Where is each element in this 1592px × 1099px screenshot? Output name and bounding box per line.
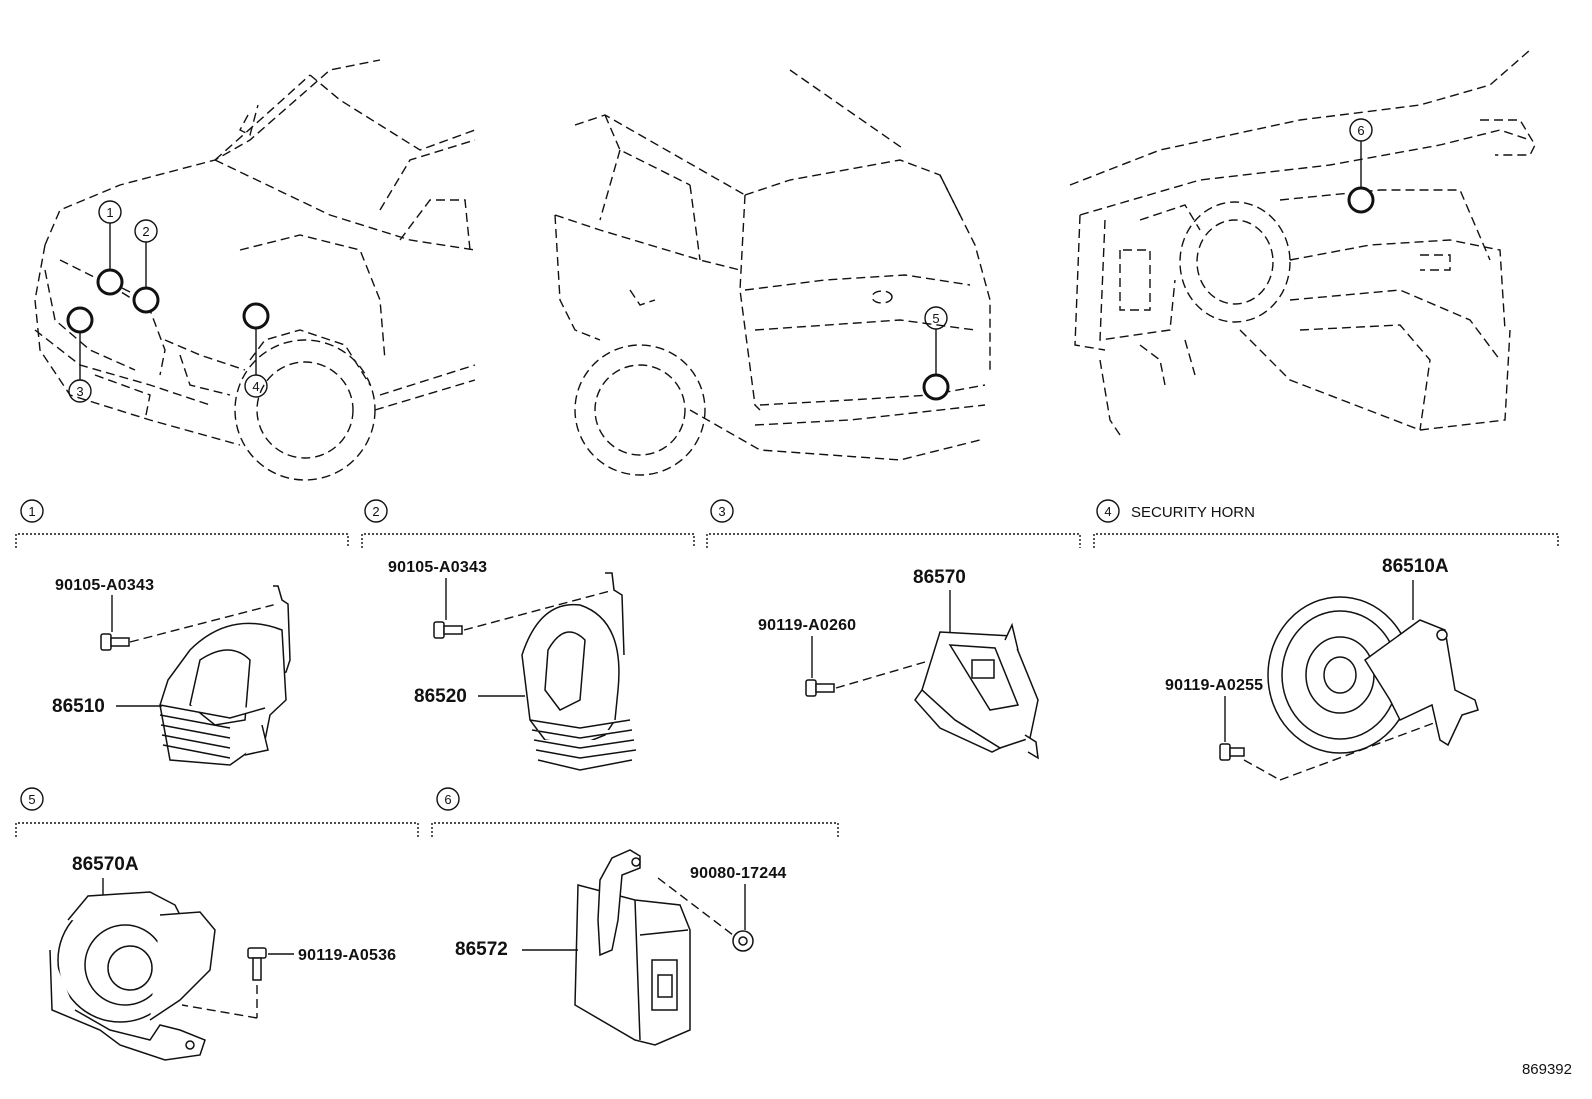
- vehicle-rear-view: [554, 69, 991, 476]
- svg-text:4: 4: [1104, 504, 1111, 519]
- callout-4-marker: [244, 374, 268, 398]
- nut-icon: [732, 930, 754, 952]
- location-5-point: [922, 373, 950, 401]
- section-2-parts: 90105-A0343 86520: [388, 559, 637, 771]
- section-6-header: 6: [431, 787, 839, 837]
- callout-3-label: 3: [76, 384, 83, 399]
- svg-text:3: 3: [718, 504, 725, 519]
- part-label-90119-A0255: 90119-A0255: [1165, 677, 1263, 694]
- section-4-header: 4 SECURITY HORN: [1093, 499, 1559, 548]
- location-2-point: [132, 286, 160, 314]
- siren-86570A-icon: [49, 891, 216, 1061]
- security-horn-86510A-icon: [1267, 596, 1479, 754]
- location-4-point: [242, 302, 270, 330]
- callout-6-label: 6: [1357, 123, 1364, 138]
- section-5-header: 5: [15, 787, 419, 837]
- bolt-icon: [1219, 743, 1245, 761]
- callout-5-label: 5: [932, 311, 939, 326]
- ecu-86572-icon: [574, 849, 691, 1046]
- section-5-parts: 86570A 90119-A0536: [49, 854, 396, 1061]
- svg-text:2: 2: [372, 504, 379, 519]
- part-label-90105-A0343: 90105-A0343: [55, 577, 154, 594]
- callout-4-label: 4: [252, 379, 259, 394]
- svg-text:1: 1: [28, 504, 35, 519]
- bolt-icon: [805, 679, 835, 697]
- location-1-point: [96, 268, 124, 296]
- callout-1-label: 1: [106, 205, 113, 220]
- vehicle-interior-view: [1069, 49, 1536, 436]
- section-1-header: 1: [15, 499, 349, 548]
- part-label-86510A: 86510A: [1382, 556, 1449, 577]
- part-label-86520: 86520: [414, 686, 467, 707]
- bolt-icon: [100, 633, 130, 651]
- section-2-header: 2: [361, 499, 695, 548]
- section-3-parts: 86570 90119-A0260: [758, 567, 1039, 760]
- callout-1-marker: [98, 200, 122, 224]
- location-3-point: [66, 306, 94, 334]
- callout-3-marker: [68, 379, 92, 403]
- callout-2-marker: [134, 219, 158, 243]
- part-label-86572: 86572: [455, 939, 508, 960]
- svg-text:6: 6: [444, 792, 451, 807]
- part-label-86570: 86570: [913, 567, 966, 588]
- part-label-90119-A0260: 90119-A0260: [758, 617, 856, 634]
- section-3-header: 3: [706, 499, 1081, 548]
- part-label-86570A: 86570A: [72, 854, 139, 875]
- part-label-90119-A0536: 90119-A0536: [298, 947, 396, 964]
- section-4-parts: 86510A 90119-A0255: [1165, 556, 1479, 781]
- vehicle-front-view: [34, 59, 476, 481]
- bolt-icon: [433, 621, 463, 639]
- part-label-90080-17244: 90080-17244: [690, 865, 787, 882]
- siren-86570-icon: [914, 622, 1039, 760]
- section-1-parts: 90105-A0343 86510: [52, 577, 291, 766]
- diagram-id: 869392: [1522, 1061, 1572, 1078]
- part-label-90105-A0343-b: 90105-A0343: [388, 559, 487, 576]
- section-4-title: SECURITY HORN: [1131, 504, 1255, 521]
- callout-2-label: 2: [142, 224, 149, 239]
- location-callouts: 1 2 3 4 5 6: [66, 118, 1375, 403]
- horn-86520-icon: [521, 572, 637, 771]
- svg-text:5: 5: [28, 792, 35, 807]
- location-6-point: [1347, 186, 1375, 214]
- horn-86510-icon: [159, 585, 291, 766]
- part-label-86510: 86510: [52, 696, 105, 717]
- section-6-parts: 90080-17244 86572: [455, 849, 787, 1046]
- bolt-icon: [247, 947, 267, 981]
